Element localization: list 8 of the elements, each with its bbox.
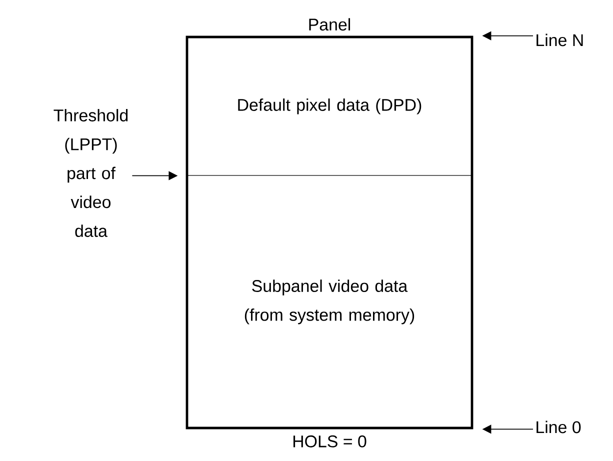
- panel-caption: HOLS = 0: [293, 435, 366, 448]
- panel-box: [186, 36, 474, 430]
- panel-region: Default pixel data (DPD): [186, 37, 472, 176]
- line-label: Line 0: [536, 420, 581, 434]
- line-label: Line N: [536, 34, 583, 46]
- panel-region: Subpanel video data (from system memory): [244, 280, 414, 324]
- panel-title: Panel: [309, 18, 350, 31]
- line-label: Threshold (LPPT) part of video data: [54, 109, 128, 237]
